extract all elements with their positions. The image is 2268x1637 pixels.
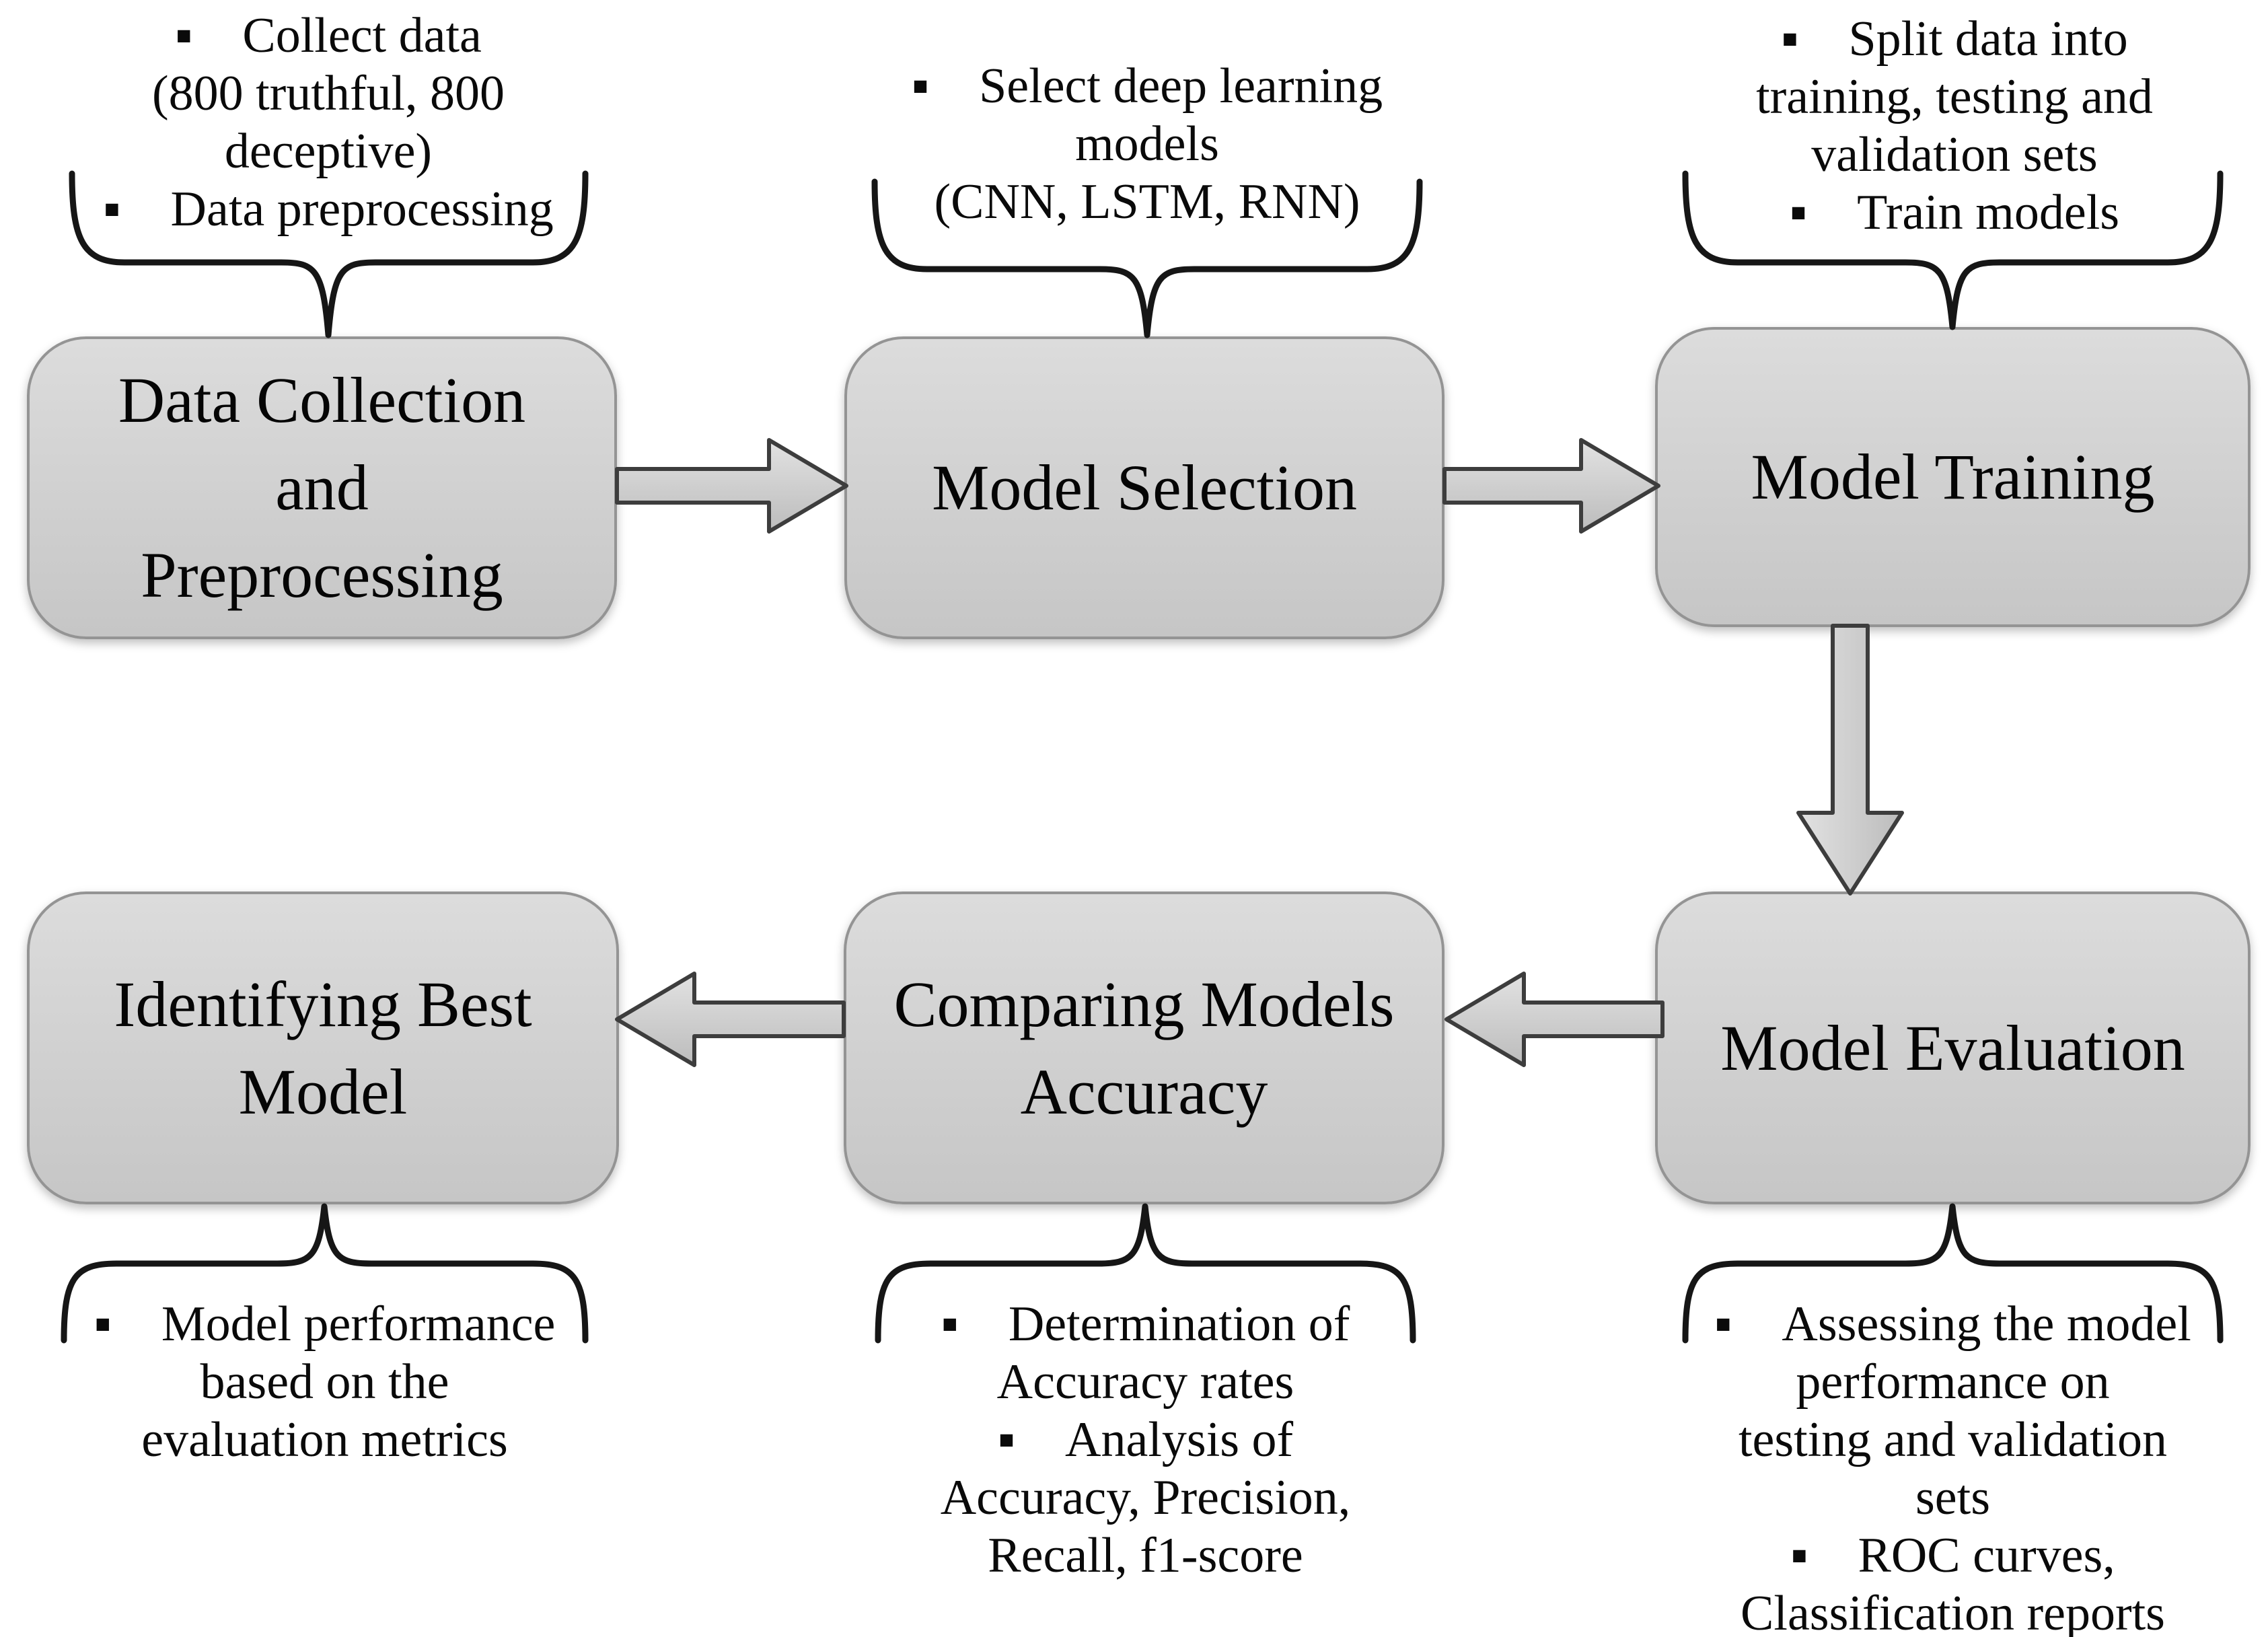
text-line: evaluation metrics <box>141 1412 508 1467</box>
text-line: based on the <box>200 1354 449 1410</box>
text-line: (800 truthful, 800 <box>151 66 505 121</box>
text-line: ▪ Assessing the model <box>1714 1297 2191 1352</box>
text-line: models <box>1075 116 1219 172</box>
arrow-left-2 <box>615 972 846 1067</box>
text-line: Accuracy, Precision, <box>940 1470 1351 1525</box>
text-line: and <box>275 451 369 523</box>
text-line: ▪ Collect data <box>175 8 482 63</box>
flow-box-model-selection: Model Selection <box>844 336 1444 639</box>
text-line: Classification reports <box>1741 1586 2165 1637</box>
text-line: Model <box>238 1055 408 1128</box>
text-line: ▪ Data preprocessing <box>103 182 554 237</box>
text-line: ▪ Split data into <box>1781 11 2128 67</box>
arrow-right-1 <box>615 438 848 534</box>
text-line: performance on <box>1796 1354 2110 1410</box>
arrow-left-1 <box>1444 972 1665 1067</box>
text-line: ▪ Select deep learning <box>911 59 1383 114</box>
text-line: Accuracy <box>1020 1055 1268 1128</box>
text-line: sets <box>1915 1470 1990 1525</box>
text-line: deceptive) <box>224 124 433 179</box>
text-line: Identifying Best <box>114 968 532 1040</box>
arrow-right-2 <box>1442 438 1660 534</box>
flow-box-model-evaluation: Model Evaluation <box>1655 892 2251 1204</box>
text-line: (CNN, LSTM, RNN) <box>934 174 1360 229</box>
flow-box-model-training: Model Training <box>1655 327 2251 627</box>
text-line: Comparing Models <box>893 968 1395 1040</box>
text-line: Model Evaluation <box>1720 1011 2185 1084</box>
text-line: validation sets <box>1811 127 2098 182</box>
arrow-down <box>1796 624 1904 896</box>
text-line: Accuracy rates <box>996 1354 1294 1410</box>
text-line: ▪ Train models <box>1789 185 2120 240</box>
text-line: Recall, f1-score <box>988 1528 1303 1583</box>
text-line: Data Collection <box>118 364 526 436</box>
text-line: Model Training <box>1751 441 2155 513</box>
text-line: ▪ Analysis of <box>997 1412 1294 1467</box>
text-line: ▪ Determination of <box>941 1297 1350 1352</box>
text-line: training, testing and <box>1756 69 2153 124</box>
text-line: Model Selection <box>932 451 1357 523</box>
text-line: Preprocessing <box>141 539 503 611</box>
text-line: testing and validation <box>1738 1412 2168 1467</box>
text-line: ▪ Model performance <box>94 1297 556 1352</box>
text-line: ▪ ROC curves, <box>1790 1528 2115 1583</box>
